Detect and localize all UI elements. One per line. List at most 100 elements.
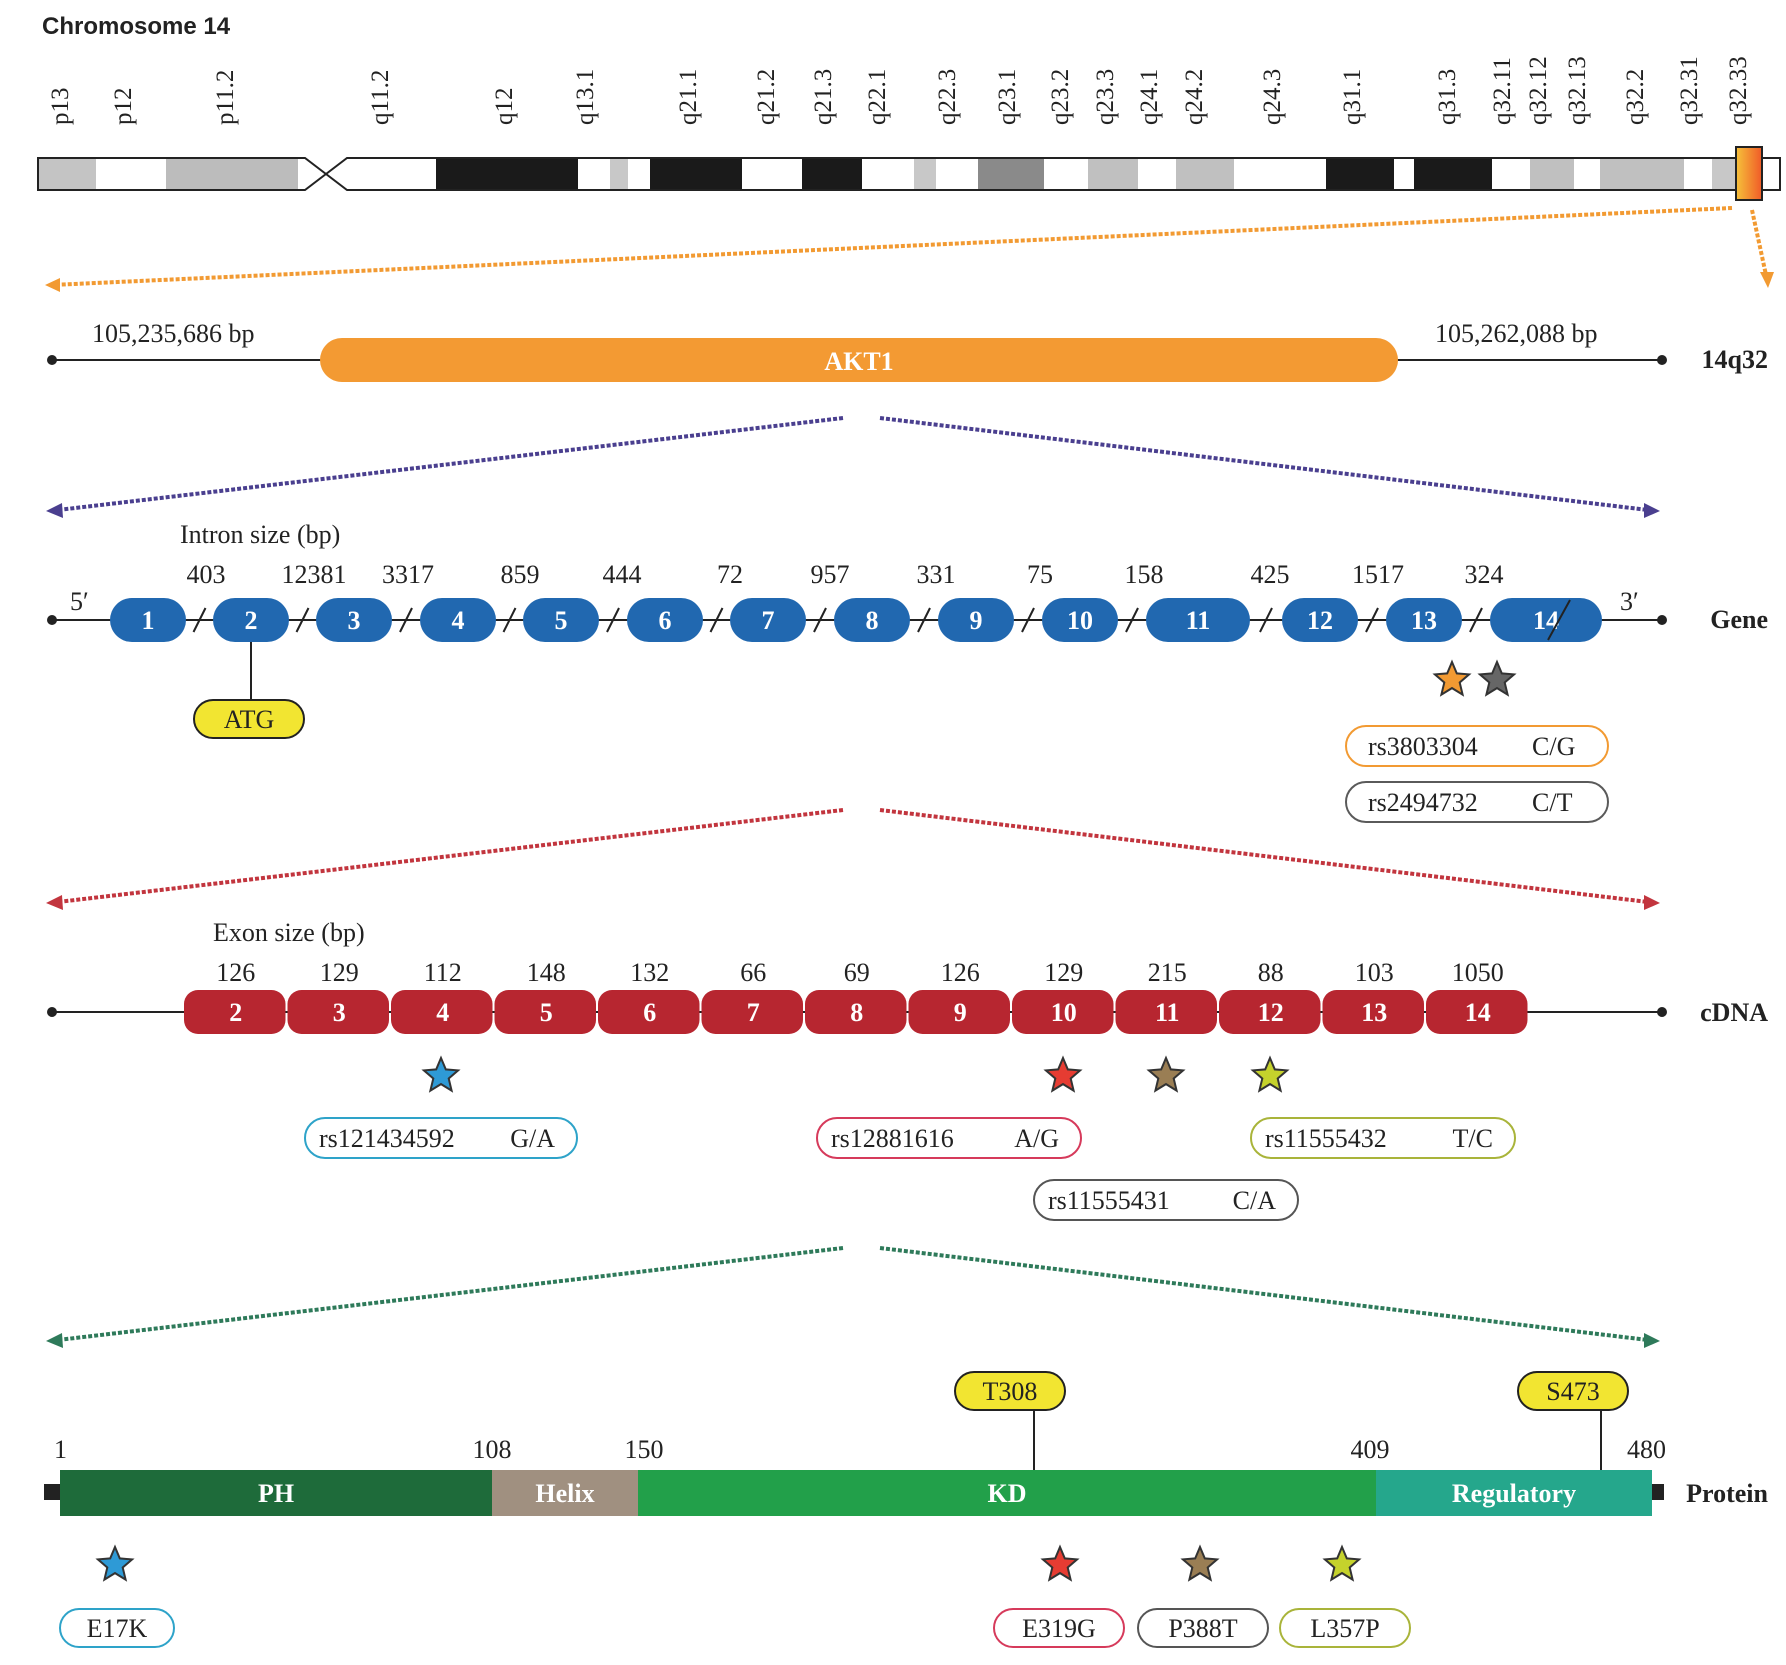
mutation-star-icon (1180, 1544, 1220, 1582)
gene-exon (110, 598, 186, 642)
exon-size-heading: Exon size (bp) (213, 918, 365, 947)
gene-exon-number: 13 (1411, 606, 1437, 635)
cdna-exon-number: 7 (747, 998, 760, 1027)
chromosome-band-label: q24.3 (1259, 69, 1286, 125)
zoom-arrow-chromosome-to-gene (45, 206, 1774, 292)
exon-size: 126 (216, 958, 255, 987)
gene-exon-number: 3 (348, 606, 361, 635)
gene-exon-number: 4 (452, 606, 465, 635)
akt1-band-highlight (1735, 146, 1763, 201)
gene-exon-number: 5 (555, 606, 568, 635)
cdna-exon-number: 3 (333, 998, 346, 1027)
phospho-site (954, 1371, 1066, 1411)
mutation-pill (1137, 1608, 1269, 1648)
zoom-arrow-gene-to-cdna (46, 808, 1660, 910)
chromosome-band-label: q13.1 (572, 69, 599, 125)
mutation-star-icon (1322, 1544, 1362, 1582)
exon-size: 132 (630, 958, 669, 987)
protein-position: 480 (1627, 1435, 1666, 1464)
gene-exon (1490, 598, 1602, 642)
cdna-exon-number: 4 (436, 998, 449, 1027)
cdna-exon (1115, 990, 1217, 1034)
intron-size: 1517 (1352, 560, 1404, 589)
intron-size: 72 (717, 560, 743, 589)
chromosome-band-label: q22.3 (934, 69, 961, 125)
mutation-label: E17K (87, 1614, 148, 1643)
cdna-exon-number: 11 (1155, 998, 1180, 1027)
cdna-exon-number: 13 (1361, 998, 1387, 1027)
cdna-exon (1426, 990, 1528, 1034)
cdna-exon (1322, 990, 1424, 1034)
intron-size-heading: Intron size (bp) (180, 520, 340, 549)
zoom-arrow-cdna-to-protein (46, 1246, 1660, 1348)
gene-exon (420, 598, 496, 642)
cdna-snp-pill (304, 1117, 578, 1159)
gene-exon (938, 598, 1014, 642)
gene-snp-pill (1345, 781, 1609, 823)
gene-exon (523, 598, 599, 642)
zoom-arrow-locus-to-gene (46, 416, 1660, 518)
gene-exon (730, 598, 806, 642)
locus-start: 105,235,686 bp (92, 319, 255, 348)
gene-exon-number: 8 (866, 606, 879, 635)
chromosome-band-label: q21.2 (753, 69, 780, 125)
protein-domain-label: Regulatory (1452, 1479, 1576, 1508)
snp-id: rs2494732 (1368, 788, 1478, 817)
gene-snp-pill (1345, 725, 1609, 767)
cdna-exon (1219, 990, 1321, 1034)
chromosome-band-label: p12 (110, 88, 137, 126)
chromosome-band-label: q22.1 (864, 69, 891, 125)
chromosome-band-label: q31.3 (1434, 69, 1461, 125)
akt1-gene-bar (320, 338, 1398, 382)
gene-exon-number: 6 (659, 606, 672, 635)
mutation-pill (993, 1608, 1125, 1648)
gene-exon (213, 598, 289, 642)
gene-snp-stars (1432, 659, 1517, 697)
chromosome-band-label: q32.12 (1525, 56, 1552, 125)
snp-allele: G/A (510, 1124, 555, 1153)
snp-allele: T/C (1453, 1124, 1493, 1153)
snp-id: rs121434592 (319, 1124, 455, 1153)
mutation-pill (1279, 1608, 1411, 1648)
protein-domain-label: PH (258, 1479, 294, 1508)
cdna-exon (391, 990, 493, 1034)
intron-size: 3317 (382, 560, 434, 589)
gene-exon-number: 1 (142, 606, 155, 635)
gene-exon-number: 14 (1533, 606, 1559, 635)
snp-allele: C/G (1532, 732, 1575, 761)
intron-size: 403 (187, 560, 226, 589)
cdna-exon (287, 990, 389, 1034)
phospho-site (1517, 1371, 1629, 1411)
chromosome-band-label: q21.3 (810, 69, 837, 125)
chromosome-band-label: q32.11 (1489, 57, 1516, 125)
protein-domain-label: KD (988, 1479, 1027, 1508)
protein-position: 108 (473, 1435, 512, 1464)
exon-size: 148 (527, 958, 566, 987)
chromosome-band-label: q32.31 (1676, 56, 1703, 125)
intron-size: 859 (501, 560, 540, 589)
exon-size: 69 (844, 958, 870, 987)
cdna-snp-pill (1033, 1179, 1299, 1221)
protein-position: 150 (625, 1435, 664, 1464)
atg-label: ATG (224, 705, 275, 734)
snp-id: rs3803304 (1368, 732, 1478, 761)
cdna-exon-number: 9 (954, 998, 967, 1027)
phospho-site-label: S473 (1546, 1377, 1599, 1406)
cdna-exon (1012, 990, 1114, 1034)
intron-size: 331 (917, 560, 956, 589)
akt1-label: AKT1 (824, 347, 893, 376)
snp-star-icon (1477, 659, 1517, 697)
protein-mutation-stars (95, 1544, 1362, 1582)
snp-star-icon (1432, 659, 1472, 697)
snp-star-icon (1250, 1055, 1290, 1093)
gene-exon (1282, 598, 1358, 642)
gene-exon-number: 7 (762, 606, 775, 635)
